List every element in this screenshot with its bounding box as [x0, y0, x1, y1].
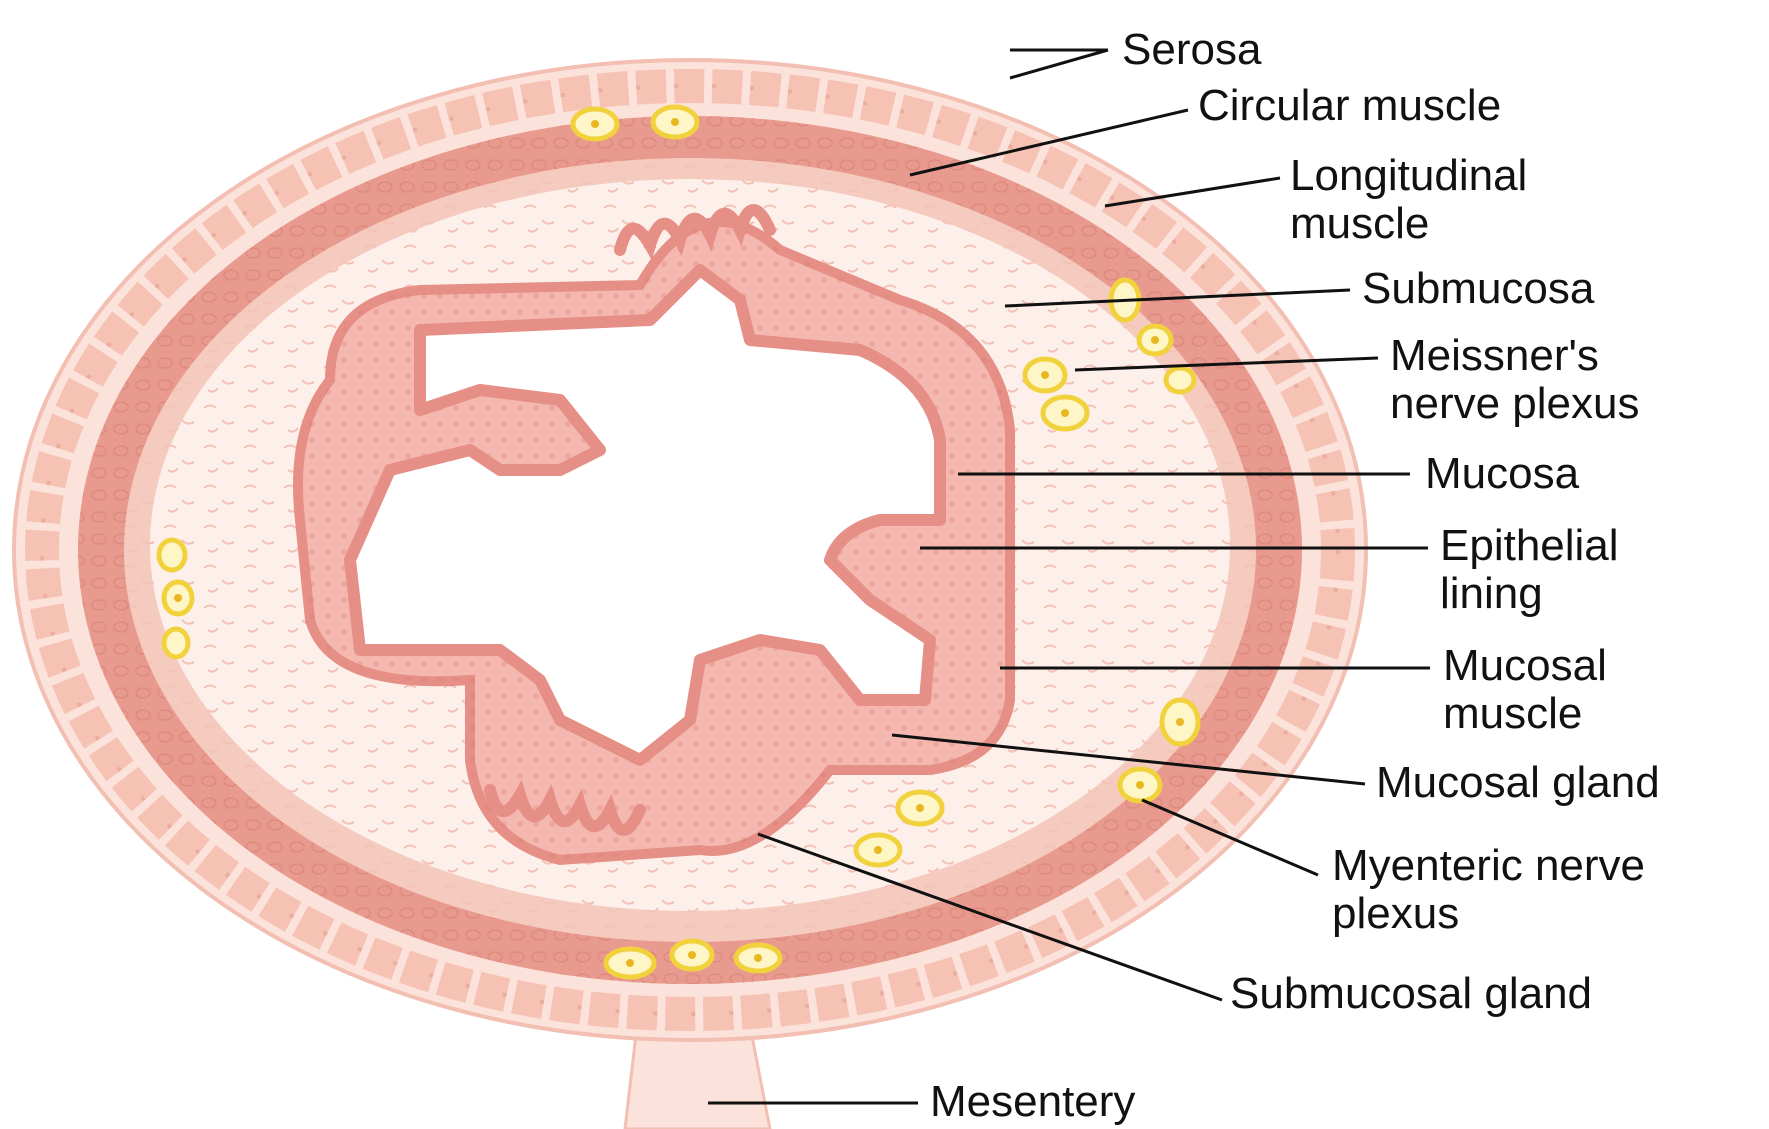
label-mucosa: Mucosa — [1425, 449, 1580, 498]
label-mucosal-gland: Mucosal gland — [1376, 758, 1660, 807]
label-mucosal-muscle-line1: Mucosal — [1443, 641, 1607, 690]
label-circular-muscle: Circular muscle — [1198, 81, 1501, 130]
label-epithelial-line2: lining — [1440, 569, 1543, 618]
label-longitudinal-muscle-line1: Longitudinal — [1290, 151, 1527, 200]
label-myenteric-line2: plexus — [1332, 889, 1459, 938]
label-submucosa: Submucosa — [1362, 264, 1595, 313]
label-serosa: Serosa — [1122, 25, 1262, 74]
label-longitudinal-muscle-line2: muscle — [1290, 199, 1429, 248]
label-meissners-line2: nerve plexus — [1390, 379, 1639, 428]
label-mesentery: Mesentery — [930, 1077, 1135, 1126]
label-meissners-line1: Meissner's — [1390, 331, 1599, 380]
label-mucosal-muscle-line2: muscle — [1443, 689, 1582, 738]
label-myenteric-line1: Myenteric nerve — [1332, 841, 1645, 890]
label-submucosal-gland: Submucosal gland — [1230, 969, 1592, 1018]
label-epithelial-line1: Epithelial — [1440, 521, 1619, 570]
